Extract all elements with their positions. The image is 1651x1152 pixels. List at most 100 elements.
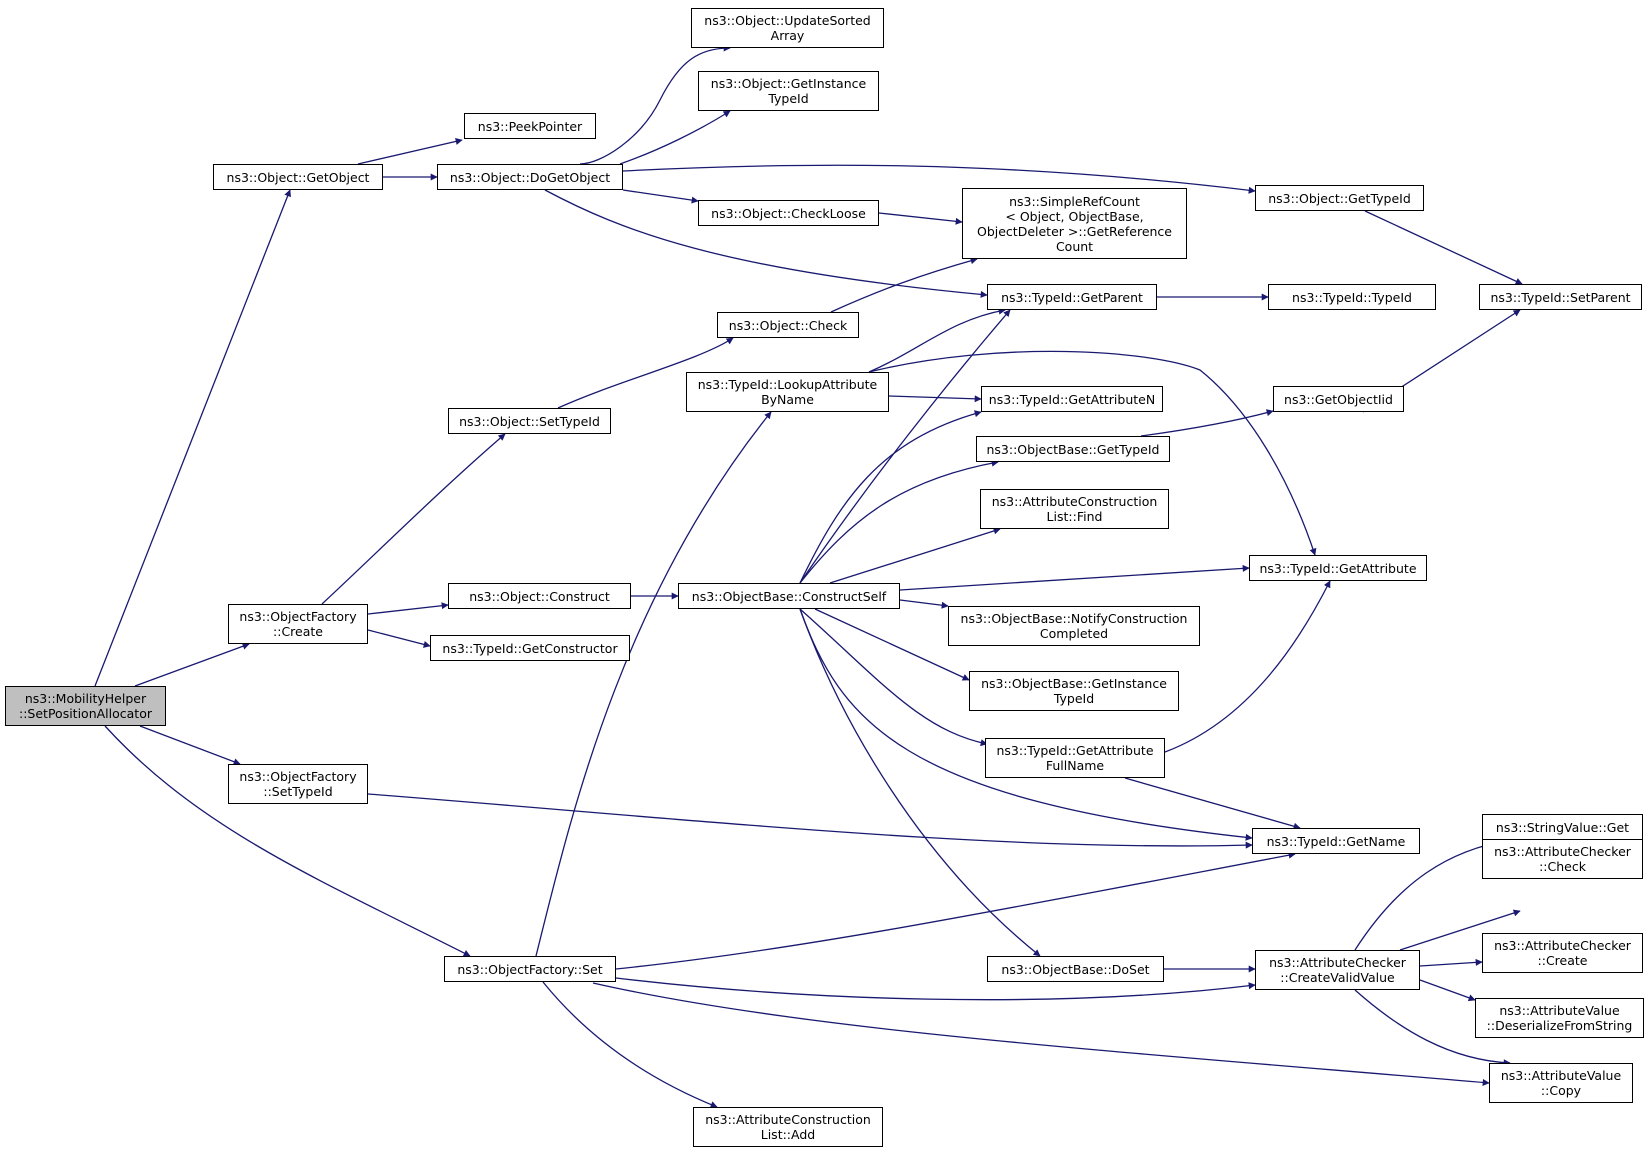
call-edge [1364, 210, 1523, 285]
node-accheck[interactable]: ns3::AttributeChecker::Check [1482, 839, 1643, 879]
node-createvalid[interactable]: ns3::AttributeChecker::CreateValidValue [1255, 950, 1420, 990]
node-label-line: ns3::AttributeConstruction [991, 494, 1158, 509]
node-label-line: ns3::ObjectBase::NotifyConstruction [960, 611, 1188, 626]
node-label-line: ::Copy [1540, 1083, 1582, 1098]
node-label-line: ns3::Object::GetInstance [710, 76, 867, 91]
call-edge [868, 307, 1006, 373]
call-edge [619, 110, 731, 165]
node-ofset[interactable]: ns3::ObjectFactory::Set [444, 956, 616, 982]
node-label-line: ns3::GetObjectIid [1284, 391, 1393, 407]
node-label-line: ns3::AttributeChecker [1494, 938, 1631, 953]
call-edge [899, 599, 949, 609]
node-label-line: ns3::SimpleRefCount [1009, 193, 1140, 209]
node-tidgetname[interactable]: ns3::TypeId::GetName [1252, 828, 1420, 854]
call-edge [615, 851, 1296, 970]
node-stringvalueget[interactable]: ns3::StringValue::Get [1482, 814, 1643, 840]
node-label-line: ns3::TypeId::TypeId [1292, 289, 1412, 305]
call-edge [579, 44, 731, 165]
node-label-line: ::SetTypeId [263, 784, 333, 799]
node-tidgetattribute[interactable]: ns3::TypeId::GetAttribute [1249, 555, 1427, 581]
node-checkloose[interactable]: ns3::Object::CheckLoose [698, 200, 879, 226]
call-edge [544, 189, 988, 298]
node-dogetobject[interactable]: ns3::Object::DoGetObject [437, 164, 623, 190]
node-objgettypeid[interactable]: ns3::Object::GetTypeId [1255, 185, 1424, 211]
node-label-line: ns3::PeekPointer [477, 118, 583, 134]
node-label-line: Count [1055, 238, 1094, 254]
call-edge [799, 309, 1011, 584]
call-edge [830, 257, 978, 313]
call-edge [799, 410, 982, 584]
node-label-line: ns3::TypeId::GetConstructor [442, 640, 618, 656]
node-label-line: ns3::Object::DoGetObject [449, 169, 611, 185]
node-tidgetparent[interactable]: ns3::TypeId::GetParent [987, 284, 1157, 310]
node-label-line: ns3::TypeId::GetParent [1001, 289, 1143, 305]
node-label-line: FullName [1045, 758, 1105, 773]
node-obdoset[interactable]: ns3::ObjectBase::DoSet [987, 956, 1164, 982]
node-label-line: Array [770, 28, 805, 43]
call-edge [94, 189, 291, 687]
node-peekpointer[interactable]: ns3::PeekPointer [464, 113, 596, 139]
call-edge [535, 411, 772, 957]
node-label-line: ns3::ObjectFactory [239, 769, 357, 784]
node-objsettypeid[interactable]: ns3::Object::SetTypeId [448, 408, 611, 434]
node-label-line: ns3::ObjectFactory [239, 609, 357, 624]
node-getobjectiid[interactable]: ns3::GetObjectIid [1273, 386, 1404, 412]
call-edge [592, 982, 1490, 1086]
node-obgettypeid[interactable]: ns3::ObjectBase::GetTypeId [976, 436, 1170, 462]
node-constructself[interactable]: ns3::ObjectBase::ConstructSelf [678, 583, 900, 609]
node-objcheck[interactable]: ns3::Object::Check [717, 312, 859, 338]
node-label-line: ns3::TypeId::SetParent [1490, 289, 1631, 305]
node-label-line: ns3::Object::CheckLoose [711, 205, 866, 221]
node-label-line: ns3::TypeId::GetAttributeN [988, 391, 1156, 407]
call-edge [1419, 979, 1476, 1002]
node-tidsetparent[interactable]: ns3::TypeId::SetParent [1479, 284, 1642, 310]
call-edge [814, 608, 970, 681]
call-edge [542, 981, 718, 1108]
node-label-line: ns3::AttributeValue [1499, 1003, 1620, 1018]
call-edge [357, 138, 463, 165]
call-edge [868, 350, 1317, 556]
node-label-line: ::Check [1539, 859, 1586, 874]
node-avdeserialize[interactable]: ns3::AttributeValue::DeserializeFromStri… [1475, 998, 1644, 1038]
node-label-line: ObjectDeleter >::GetReference [976, 223, 1172, 239]
call-edge [367, 602, 449, 615]
node-label-line: ns3::AttributeChecker [1269, 955, 1406, 970]
node-objconstruct[interactable]: ns3::Object::Construct [448, 583, 631, 609]
call-edge [878, 212, 963, 225]
node-label-line: ns3::StringValue::Get [1495, 819, 1630, 835]
node-getobject[interactable]: ns3::Object::GetObject [213, 164, 383, 190]
node-avcopy[interactable]: ns3::AttributeValue::Copy [1489, 1063, 1633, 1103]
node-label-line: ns3::TypeId::GetName [1266, 833, 1406, 849]
node-label-line: ::DeserializeFromString [1486, 1018, 1633, 1033]
node-label-line: ns3::AttributeChecker [1494, 844, 1631, 859]
node-ofsettypeid[interactable]: ns3::ObjectFactory::SetTypeId [228, 764, 368, 804]
node-label-line: ns3::Object::GetObject [226, 169, 370, 185]
call-edge [104, 725, 471, 957]
node-getattributen[interactable]: ns3::TypeId::GetAttributeN [981, 386, 1163, 412]
node-label-line: ns3::TypeId::GetAttribute [996, 743, 1154, 758]
call-edge [615, 977, 1256, 1001]
node-accreate[interactable]: ns3::AttributeChecker::Create [1482, 933, 1643, 973]
node-tidtypeid[interactable]: ns3::TypeId::TypeId [1268, 284, 1436, 310]
node-simplerefcount[interactable]: ns3::SimpleRefCount< Object, ObjectBase,… [962, 188, 1187, 259]
node-label-line: ns3::TypeId::GetAttribute [1259, 560, 1417, 576]
node-label-line: List::Add [760, 1127, 816, 1142]
call-edge [1164, 580, 1331, 753]
node-getconstructor[interactable]: ns3::TypeId::GetConstructor [430, 635, 630, 661]
call-edge [134, 642, 250, 687]
node-root[interactable]: ns3::MobilityHelper::SetPositionAllocato… [5, 686, 166, 726]
node-label-line: ::CreateValidValue [1280, 970, 1395, 985]
node-ofcreate[interactable]: ns3::ObjectFactory::Create [228, 604, 368, 644]
node-label-line: ns3::ObjectFactory::Set [457, 961, 603, 977]
node-label-line: ::Create [273, 624, 323, 639]
call-edge [1399, 909, 1521, 951]
